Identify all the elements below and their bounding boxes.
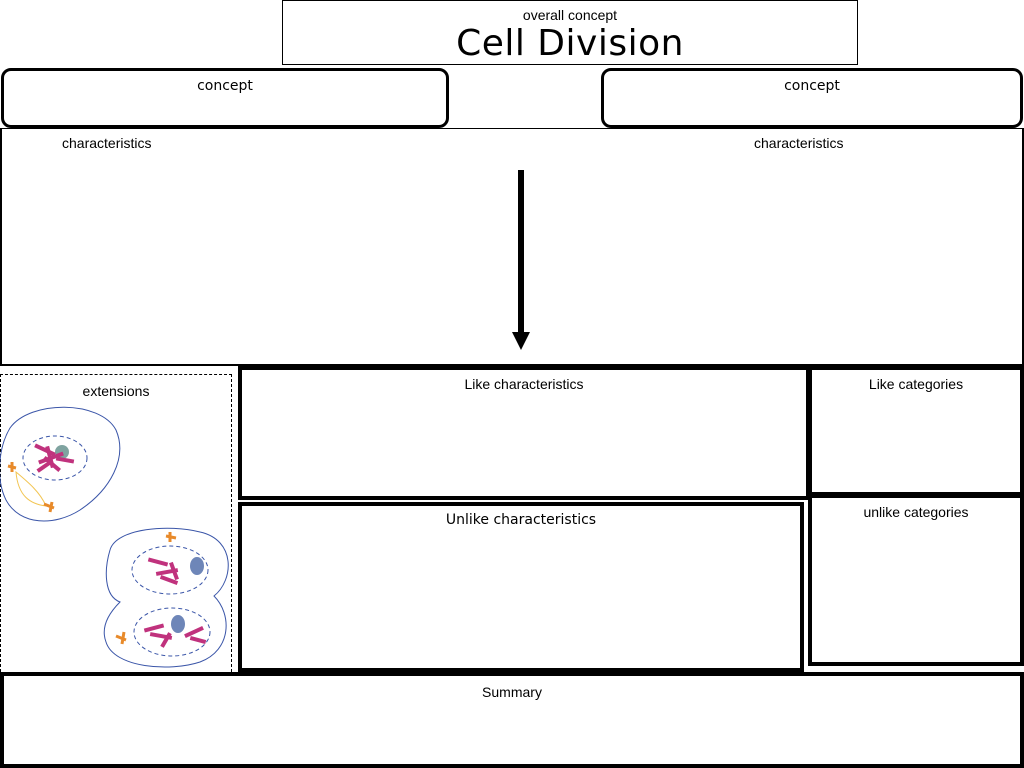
like-categories-box[interactable]: Like categories bbox=[808, 366, 1024, 496]
concept-box-right[interactable]: concept bbox=[601, 68, 1023, 128]
extensions-panel[interactable]: extensions bbox=[0, 374, 232, 672]
concept-label-right: concept bbox=[784, 78, 840, 94]
characteristics-panel[interactable]: characteristics characteristics bbox=[0, 128, 1024, 366]
unlike-categories-label: unlike categories bbox=[863, 504, 969, 520]
concept-label-left: concept bbox=[197, 78, 253, 94]
down-arrow-icon bbox=[512, 170, 530, 350]
summary-box[interactable]: Summary bbox=[0, 672, 1024, 768]
like-characteristics-box[interactable]: Like characteristics bbox=[238, 366, 810, 500]
cell-division-icon bbox=[0, 406, 229, 668]
extensions-label: extensions bbox=[82, 383, 150, 399]
unlike-characteristics-label: Unlike characteristics bbox=[445, 512, 597, 528]
characteristics-label-right: characteristics bbox=[754, 135, 844, 151]
like-characteristics-label: Like characteristics bbox=[464, 376, 584, 392]
unlike-characteristics-box[interactable]: Unlike characteristics bbox=[238, 502, 804, 672]
concept-box-left[interactable]: concept bbox=[1, 68, 449, 128]
like-categories-label: Like categories bbox=[868, 376, 964, 392]
overall-concept-label: overall concept bbox=[522, 7, 618, 23]
overall-concept-box: overall concept Cell Division bbox=[282, 0, 858, 65]
unlike-categories-box[interactable]: unlike categories bbox=[808, 494, 1024, 666]
characteristics-label-left: characteristics bbox=[62, 135, 152, 151]
page-title: Cell Division bbox=[456, 23, 684, 64]
summary-label: Summary bbox=[482, 684, 542, 700]
